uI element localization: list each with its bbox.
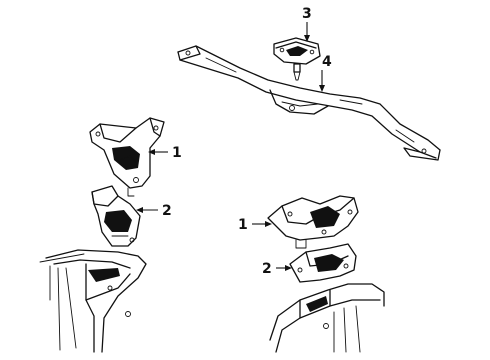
crossmember: [177, 45, 441, 161]
callout-leaders: [136, 22, 325, 271]
callout-2-right: 2: [262, 261, 272, 277]
left-frame-rail: [39, 249, 147, 353]
callout-3: 3: [302, 6, 312, 22]
right-mount-insulator: [289, 243, 357, 283]
left-mount-insulator: [91, 185, 141, 247]
callout-1-left: 1: [172, 145, 182, 161]
right-mount-bracket: [267, 195, 359, 249]
transmission-mount: [273, 37, 321, 81]
callout-2-left: 2: [162, 203, 172, 219]
callout-1-right: 1: [238, 217, 248, 233]
left-mount-bracket: [89, 117, 165, 197]
right-frame-rail: [269, 283, 385, 353]
callout-4: 4: [322, 54, 332, 70]
